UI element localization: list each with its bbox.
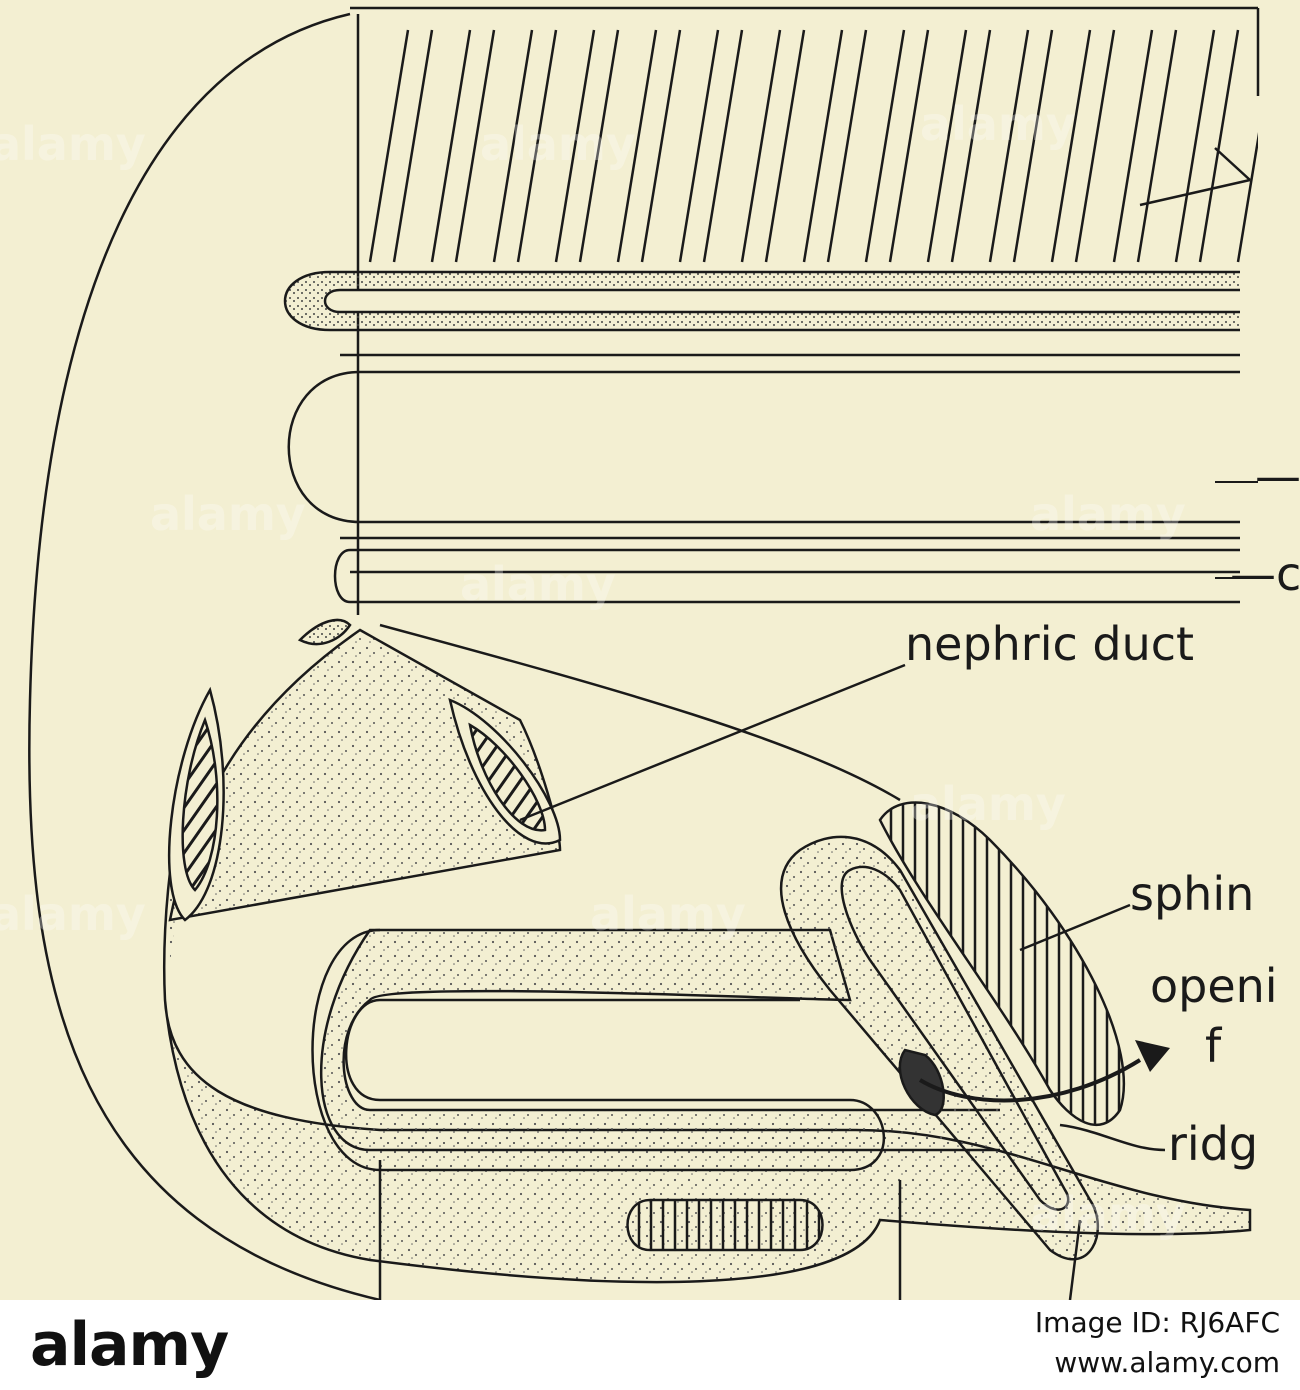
opening-arrow (918, 1040, 1170, 1103)
label-sphincter: sphin (1130, 867, 1254, 921)
alamy-logo: alamy (30, 1310, 229, 1380)
diagonal-pointer (379, 623, 901, 802)
svg-text:alamy: alamy (910, 777, 1066, 831)
footer-bar (0, 1300, 1300, 1390)
watermark: alamy alamy alamy alamy alamy alamy alam… (0, 97, 1186, 1241)
muscle-pointer-2 (1214, 147, 1251, 181)
site-url: www.alamy.com (1054, 1346, 1280, 1379)
muscle-pointer (1139, 178, 1251, 207)
label-right-2: —c (1230, 547, 1300, 601)
svg-text:alamy: alamy (150, 487, 306, 541)
image-id: Image ID: RJ6AFC (1034, 1306, 1280, 1339)
small-hatched-oval (626, 1198, 824, 1252)
svg-text:alamy: alamy (0, 887, 146, 941)
label-opening: openi (1150, 959, 1278, 1013)
diagonal-tube (779, 835, 1100, 1261)
cavity-band (287, 353, 1240, 604)
sphincter-muscle (878, 801, 1125, 1127)
svg-text:alamy: alamy (1030, 487, 1186, 541)
nephric-duct-pointer (519, 663, 906, 822)
label-opening-line2: f (1205, 1019, 1223, 1073)
svg-text:alamy: alamy (0, 117, 146, 171)
striated-muscle-band (368, 29, 1258, 263)
sphincter-pointer (1019, 903, 1131, 952)
svg-text:alamy: alamy (480, 117, 636, 171)
svg-text:alamy: alamy (590, 887, 746, 941)
label-right-1: — (1255, 449, 1300, 503)
svg-text:alamy: alamy (460, 557, 616, 611)
stippled-layer (283, 270, 1240, 332)
ridge-pointer (1059, 1123, 1166, 1152)
svg-text:alamy: alamy (920, 97, 1076, 151)
bottom-verticals (378, 1160, 1082, 1301)
svg-text:alamy: alamy (1030, 1187, 1186, 1241)
label-ridge: ridg (1168, 1117, 1258, 1171)
label-nephric-duct: nephric duct (905, 617, 1194, 671)
